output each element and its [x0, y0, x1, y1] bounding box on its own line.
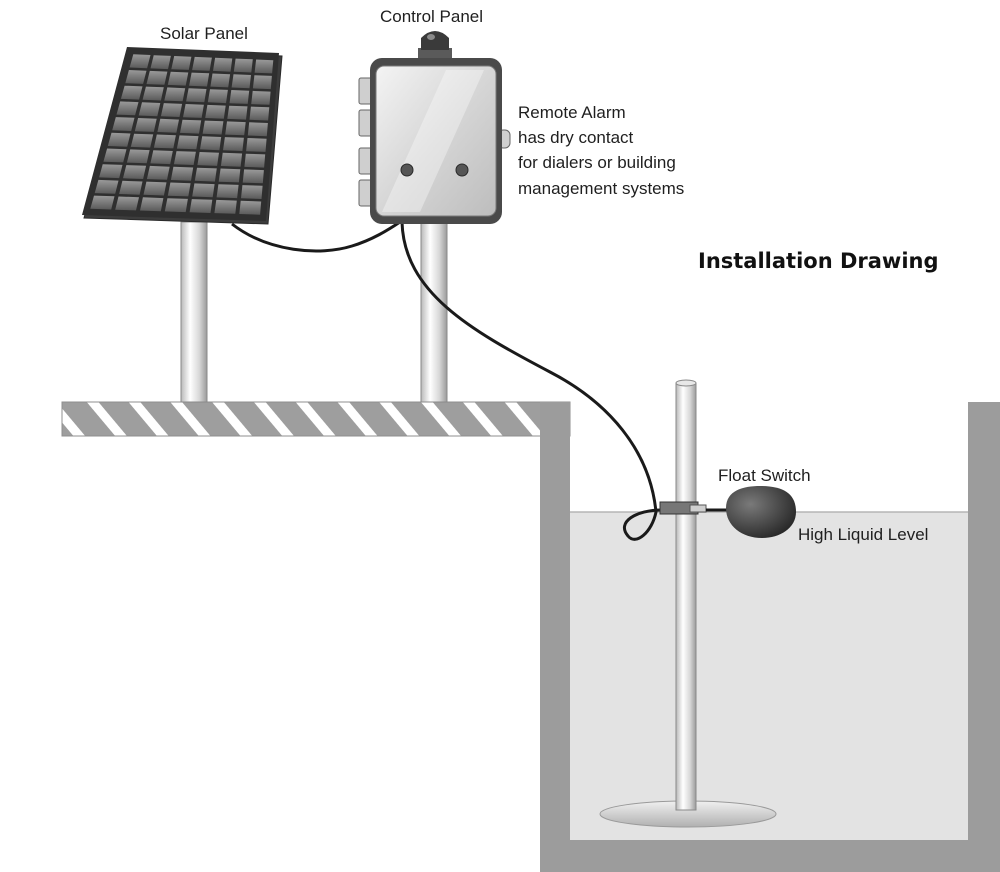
solar-cell [157, 118, 179, 133]
solar-cell [231, 74, 251, 89]
remote-alarm-line-1: Remote Alarm [518, 103, 626, 122]
solar-cell [251, 90, 271, 105]
alarm-beacon-icon [418, 31, 452, 60]
solar-cell [140, 197, 164, 212]
solar-cell [216, 184, 239, 199]
solar-cell [112, 117, 135, 131]
solar-cell [192, 56, 212, 71]
hinge-icon [358, 77, 374, 207]
float-switch-cable [400, 221, 663, 541]
solar-cell [170, 166, 194, 181]
solar-cell [130, 133, 154, 148]
solar-cells [90, 54, 274, 215]
solar-cell [189, 199, 213, 213]
solar-cell [220, 152, 243, 167]
pit-liquid [570, 512, 968, 840]
solar-cell [214, 199, 237, 214]
solar-cell [160, 103, 183, 117]
solar-cell [150, 150, 173, 165]
solar-cell [210, 73, 231, 88]
solar-cell [171, 56, 192, 70]
solar-cell [205, 104, 226, 119]
solar-cell [116, 101, 139, 116]
solar-cell [167, 182, 191, 197]
solar-cell [153, 134, 176, 149]
solar-cell [197, 152, 219, 166]
solar-cell [167, 71, 189, 86]
control-panel [358, 31, 511, 224]
solar-cell [218, 168, 241, 183]
solar-cell [241, 185, 263, 199]
float-pole [599, 379, 777, 828]
solar-cell [254, 59, 274, 74]
solar-cell [249, 106, 270, 121]
solar-cell [125, 70, 147, 84]
high-liquid-level-label: High Liquid Level [798, 525, 928, 544]
solar-cell [134, 118, 157, 132]
indicator-light-left-icon [400, 163, 414, 177]
solar-cell [180, 119, 202, 134]
solar-panel-pole [180, 221, 208, 403]
solar-cell [129, 54, 151, 69]
solar-cell [227, 105, 248, 120]
remote-alarm-line-3: for dialers or building [518, 153, 676, 172]
diagram-title: Installation Drawing [698, 249, 939, 273]
remote-alarm-line-2: has dry contact [518, 128, 634, 147]
solar-cell [146, 165, 170, 180]
solar-cell [242, 169, 264, 184]
solar-cell [119, 180, 143, 195]
solar-panel-label: Solar Panel [160, 24, 248, 43]
solar-cell [115, 196, 139, 211]
solar-cell [164, 198, 188, 213]
solar-cell [94, 179, 119, 194]
solar-cell [244, 153, 266, 168]
solar-cell [150, 55, 171, 70]
control-panel-pole [420, 217, 448, 403]
solar-cell [142, 86, 164, 101]
solar-cell [173, 151, 196, 165]
solar-cell [207, 89, 228, 104]
ground-slab [61, 401, 571, 437]
solar-cell [164, 87, 186, 102]
float-ball-icon [726, 486, 796, 538]
solar-cell [126, 149, 150, 164]
solar-cell [194, 167, 217, 182]
solar-cell [99, 164, 123, 179]
solar-cell [229, 90, 250, 104]
solar-cell [252, 75, 272, 90]
solar-cell [233, 58, 253, 73]
solar-cell [239, 200, 262, 215]
solar-cell [186, 88, 207, 103]
float-switch-label: Float Switch [718, 466, 811, 485]
solar-cell [225, 121, 246, 136]
solar-cell [123, 165, 147, 179]
solar-panel [82, 47, 283, 225]
indicator-light-right-icon [455, 163, 469, 177]
remote-alarm-line-4: management systems [518, 179, 684, 198]
solar-cell [246, 138, 267, 152]
solar-cell [107, 132, 131, 147]
control-panel-label: Control Panel [380, 7, 483, 26]
solar-cell [189, 72, 210, 87]
solar-cell [146, 70, 168, 85]
solar-cell [200, 136, 222, 151]
solar-cable [231, 220, 401, 253]
solar-cell [192, 183, 215, 198]
solar-cell [90, 195, 115, 210]
float-switch [659, 486, 796, 538]
solar-cell [202, 120, 224, 135]
solar-cell [223, 137, 244, 151]
solar-cell [183, 104, 204, 118]
solar-cell [120, 85, 143, 100]
solar-cell [138, 102, 161, 117]
solar-cell [176, 135, 199, 150]
solar-cell [247, 122, 268, 137]
solar-cell [103, 148, 127, 163]
solar-cell [213, 57, 233, 72]
solar-cell [143, 181, 167, 196]
